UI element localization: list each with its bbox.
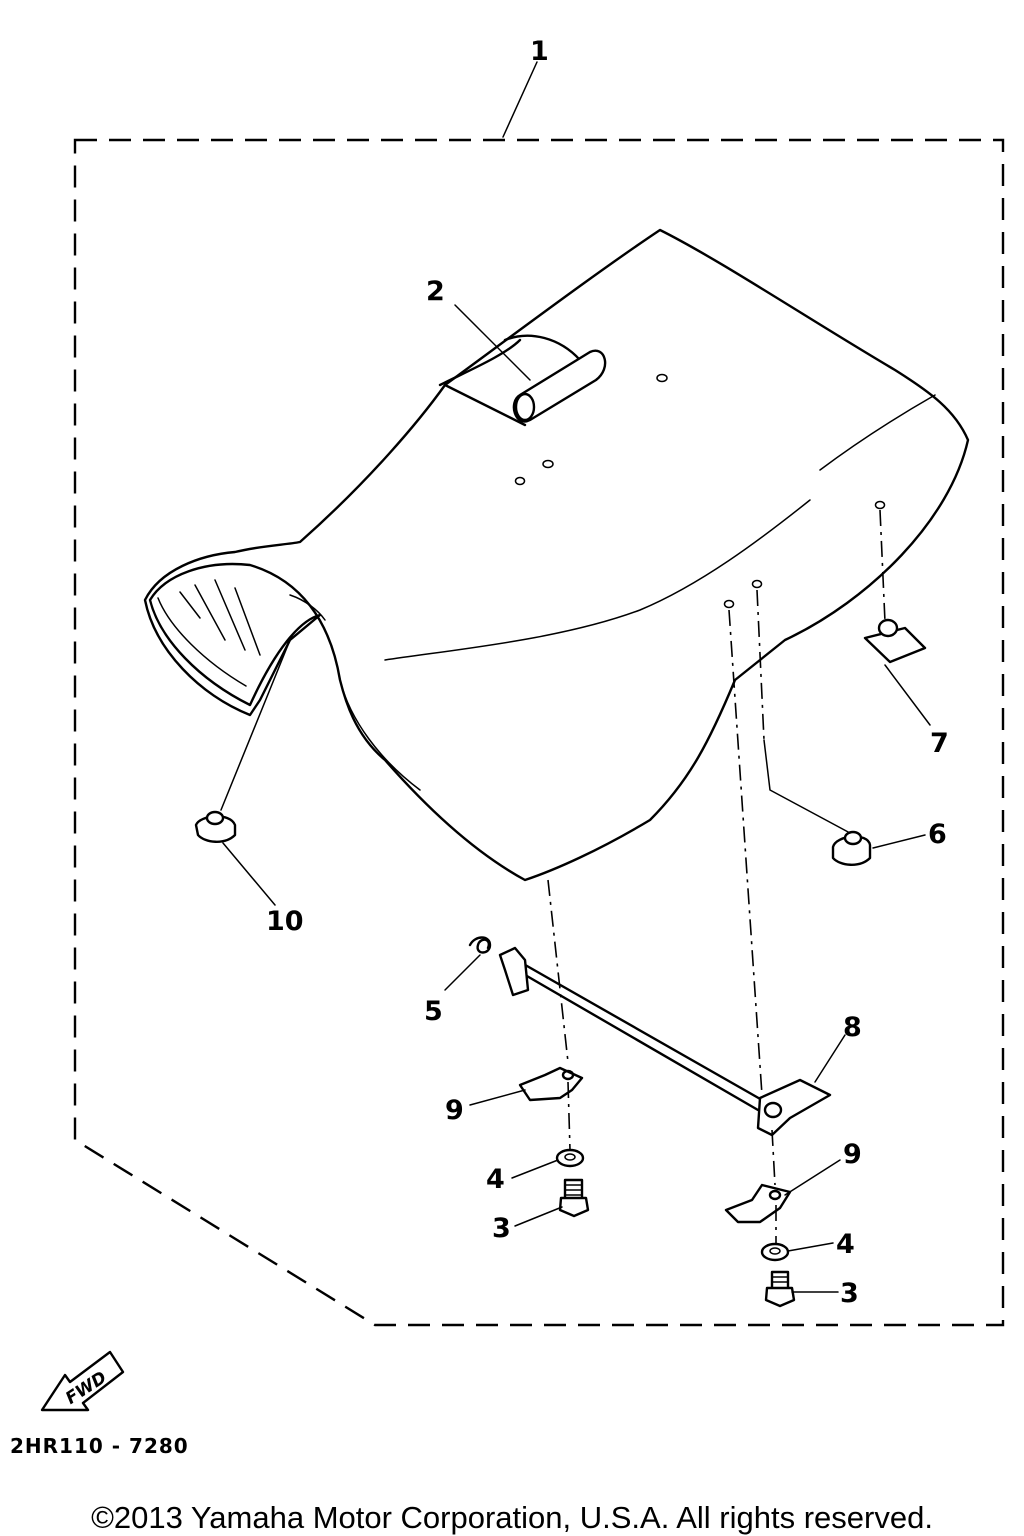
callout-9-right: 9	[843, 1139, 862, 1170]
part-4-washer-left	[555, 1148, 585, 1168]
callout-8: 8	[843, 1012, 862, 1043]
callout-numbers: 1 2 7 6 10 5 8 9 9 4 4 3 3	[266, 36, 949, 1309]
part-3-bolt-right	[764, 1270, 796, 1308]
part-9-bracket-left	[518, 1066, 584, 1102]
callout-9-left: 9	[445, 1095, 464, 1126]
part-9-bracket-right	[724, 1183, 792, 1224]
callout-3-right: 3	[840, 1278, 859, 1309]
callout-2: 2	[426, 276, 445, 307]
drawing-code: 2HR110 - 7280	[10, 1434, 189, 1458]
callout-10: 10	[266, 906, 304, 937]
leader-lines	[220, 61, 931, 1293]
seat-body	[143, 228, 970, 882]
part-8-hook-rod	[498, 946, 832, 1137]
callout-5: 5	[424, 996, 443, 1027]
callout-6: 6	[928, 819, 947, 850]
callout-1: 1	[530, 36, 549, 67]
part-4-washer-right	[760, 1242, 790, 1262]
assembly-center-lines	[547, 509, 886, 1244]
callout-7: 7	[930, 728, 949, 759]
part-7-fastener	[863, 618, 927, 664]
part-10-damper	[194, 810, 237, 843]
copyright-notice: ©2013 Yamaha Motor Corporation, U.S.A. A…	[91, 1500, 933, 1535]
callout-4-left: 4	[486, 1164, 505, 1195]
part-2-handle	[512, 349, 607, 423]
part-3-bolt-left	[558, 1178, 590, 1218]
assembly-boundary	[73, 138, 1005, 1327]
callout-3-left: 3	[492, 1213, 511, 1244]
part-5-spring	[468, 936, 492, 954]
fwd-arrow-icon: FWD	[40, 1350, 125, 1412]
part-6-damper	[831, 830, 872, 866]
callout-4-right: 4	[836, 1229, 855, 1260]
